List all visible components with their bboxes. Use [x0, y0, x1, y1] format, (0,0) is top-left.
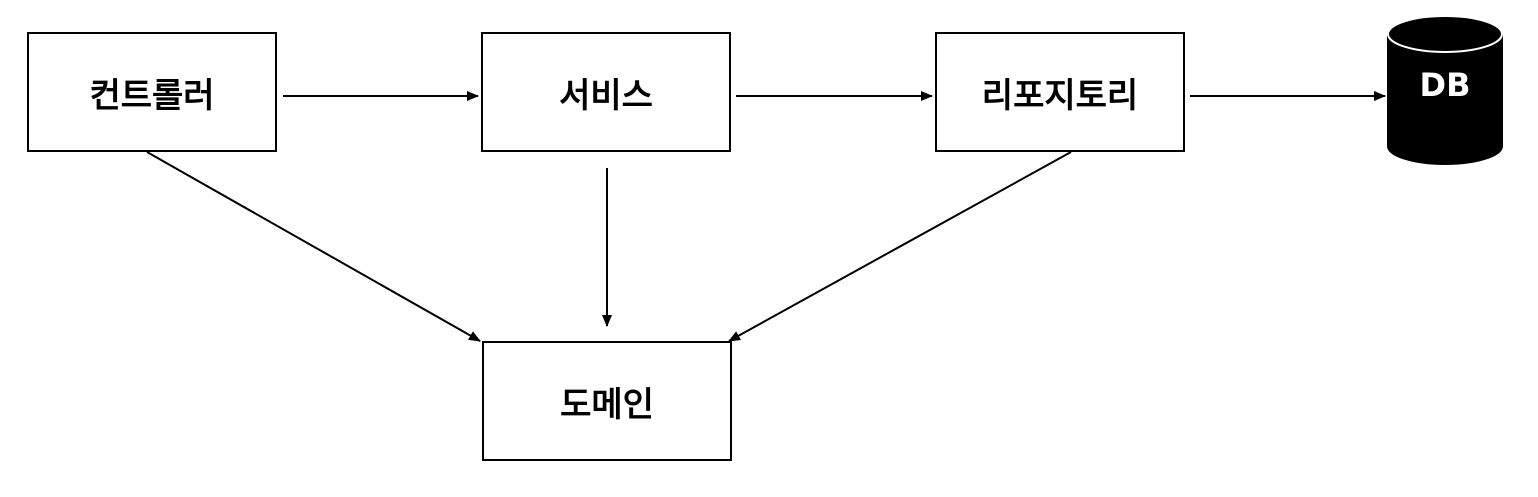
domain-node: 도메인 [482, 341, 732, 461]
controller-node: 컨트롤러 [27, 32, 277, 152]
database-node: DB [1386, 14, 1504, 166]
arrow-controller-to-domain [146, 151, 481, 342]
arrow-repository-to-domain [728, 151, 1072, 342]
service-label: 서비스 [559, 75, 653, 116]
domain-label: 도메인 [560, 384, 654, 425]
database-cylinder-icon [1387, 15, 1503, 165]
repository-label: 리포지토리 [981, 75, 1139, 116]
database-label: DB [1419, 66, 1471, 104]
repository-node: 리포지토리 [935, 32, 1185, 152]
service-node: 서비스 [481, 32, 731, 152]
controller-label: 컨트롤러 [89, 75, 215, 116]
